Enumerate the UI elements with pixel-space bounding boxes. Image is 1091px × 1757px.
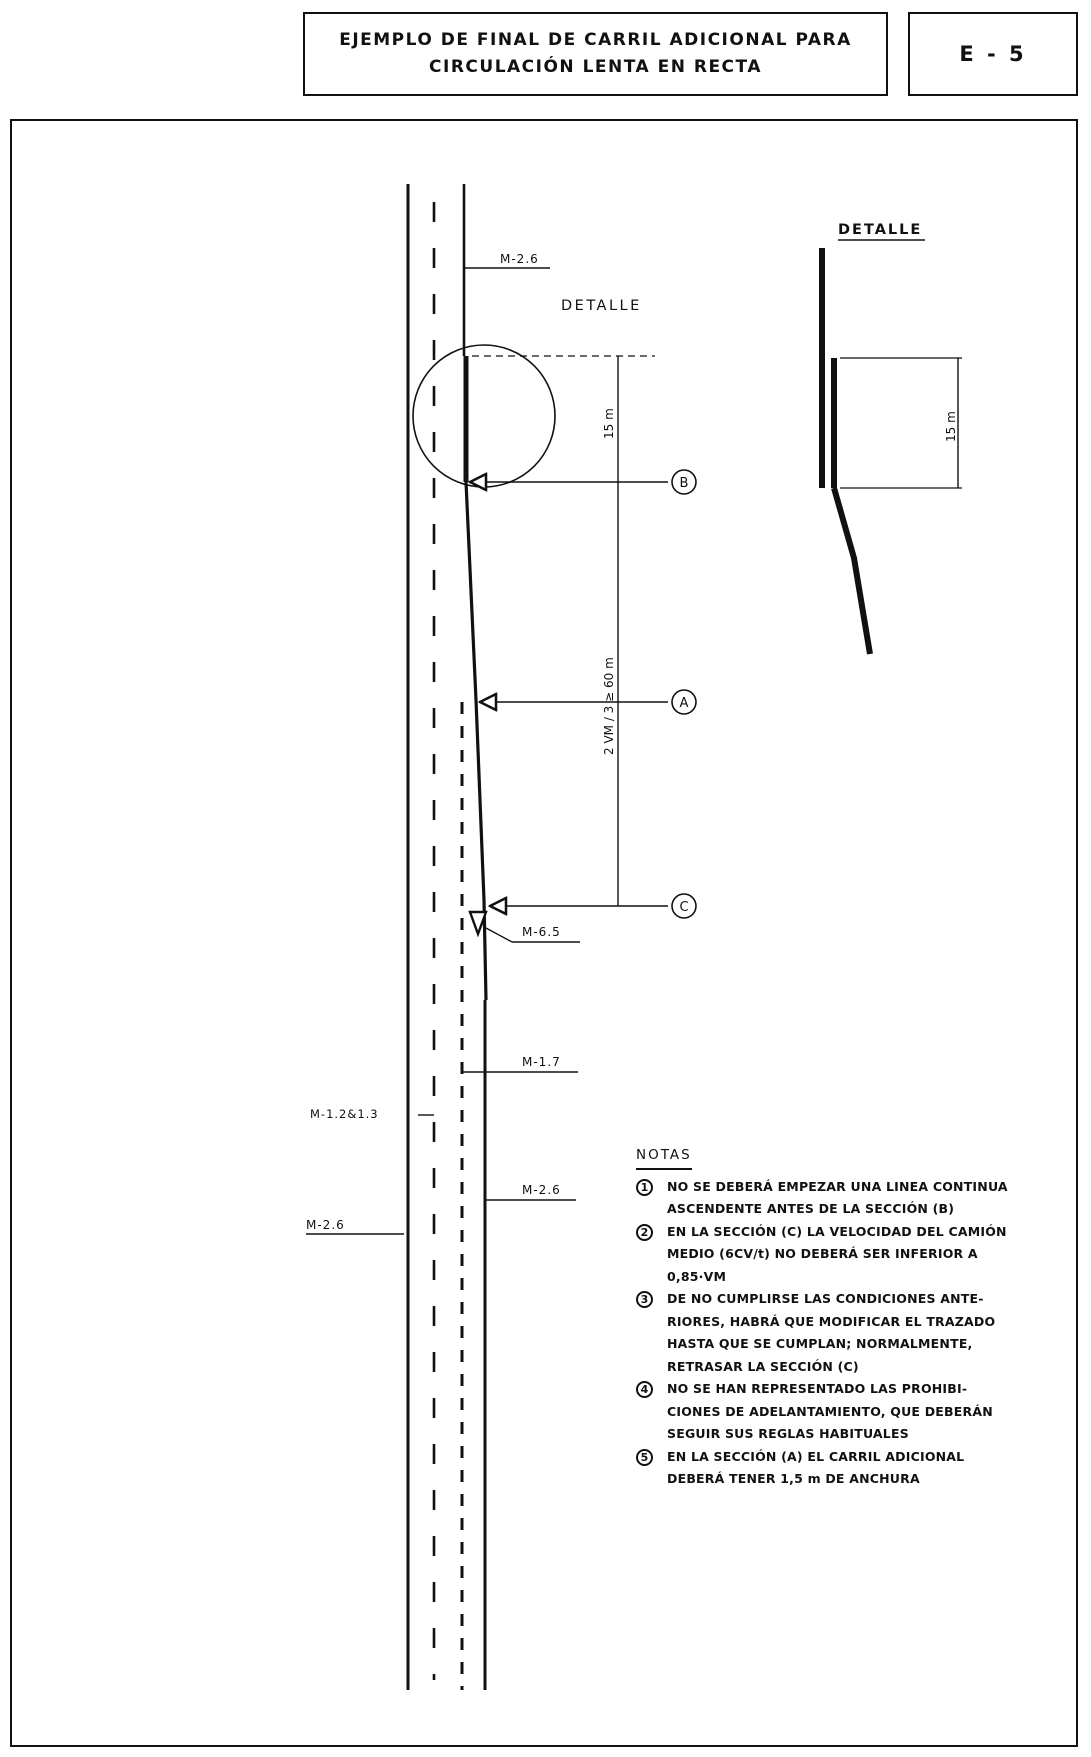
detail-title: DETALLE (838, 222, 922, 238)
section-b-label: B (680, 476, 689, 491)
additional-lane-taper-line (464, 481, 488, 1001)
main-detail-label: DETALLE (561, 298, 642, 314)
note-line: DEBERÁ TENER 1,5 m DE ANCHURA (667, 1471, 920, 1486)
title-line-1: EJEMPLO DE FINAL DE CARRIL ADICIONAL PAR… (339, 30, 852, 50)
note-item: 2 EN LA SECCIÓN (C) LA VELOCIDAD DEL CAM… (636, 1221, 1046, 1289)
dim-15m-label: 15 m (602, 408, 616, 439)
drawing-code: E - 5 (959, 42, 1027, 66)
m26-lower-label: M-2.6 (522, 1183, 561, 1197)
dim-formula-label: 2 VM / 3 ≥ 60 m (602, 657, 616, 755)
note-line: MEDIO (6CV/t) NO DEBERÁ SER INFERIOR A (667, 1246, 978, 1261)
notes-block: NOTAS 1 NO SE DEBERÁ EMPEZAR UNA LINEA C… (636, 1144, 1046, 1491)
note-line: EN LA SECCIÓN (A) EL CARRIL ADICIONAL (667, 1448, 965, 1464)
note-item: 3 DE NO CUMPLIRSE LAS CONDICIONES ANTE- … (636, 1288, 1046, 1378)
detail-taper-line (831, 487, 873, 655)
note-number: 3 (636, 1291, 653, 1308)
m1283-label: M-1.2&1.3 (310, 1107, 379, 1121)
title-line-2: CIRCULACIÓN LENTA EN RECTA (429, 57, 762, 77)
note-line: DE NO CUMPLIRSE LAS CONDICIONES ANTE- (667, 1291, 984, 1306)
note-line: NO SE HAN REPRESENTADO LAS PROHIBI- (667, 1381, 968, 1396)
notes-title: NOTAS (636, 1144, 692, 1170)
drawing-title-box: EJEMPLO DE FINAL DE CARRIL ADICIONAL PAR… (303, 12, 888, 96)
section-a-label: A (680, 696, 689, 711)
yield-triangle-mark (468, 910, 488, 938)
note-line: EN LA SECCIÓN (C) LA VELOCIDAD DEL CAMIÓ… (667, 1223, 1007, 1239)
section-a-marker (671, 689, 697, 715)
detail-circle (412, 344, 556, 488)
note-item: 4 NO SE HAN REPRESENTADO LAS PROHIBI- CI… (636, 1378, 1046, 1446)
m26-left-label: M-2.6 (306, 1218, 345, 1232)
note-line: HASTA QUE SE CUMPLAN; NORMALMENTE, (667, 1336, 973, 1351)
note-line: 0,85·VM (667, 1268, 727, 1284)
note-line: ASCENDENTE ANTES DE LA SECCIÓN (B) (667, 1201, 955, 1216)
section-c-label: C (679, 900, 688, 915)
detail-dim-label: 15 m (944, 411, 958, 442)
drawing-code-box: E - 5 (908, 12, 1078, 96)
note-line: CIONES DE ADELANTAMIENTO, QUE DEBERÁN (667, 1403, 993, 1419)
m26-top-label: M-2.6 (500, 252, 539, 266)
m17-label: M-1.7 (522, 1055, 561, 1069)
m65-leader (485, 927, 513, 943)
m65-label: M-6.5 (522, 925, 561, 939)
drawing-frame (10, 119, 1078, 1747)
section-c-marker (671, 893, 697, 919)
note-item: 5 EN LA SECCIÓN (A) EL CARRIL ADICIONAL … (636, 1446, 1046, 1491)
note-number: 1 (636, 1178, 653, 1196)
note-number: 2 (636, 1223, 653, 1241)
note-line: RIORES, HABRÁ QUE MODIFICAR EL TRAZADO (667, 1313, 996, 1329)
section-b-marker (671, 469, 697, 495)
note-number: 4 (636, 1381, 653, 1398)
note-line: NO SE DEBERÁ EMPEZAR UNA LINEA CONTINUA (667, 1178, 1008, 1194)
note-item: 1 NO SE DEBERÁ EMPEZAR UNA LINEA CONTINU… (636, 1176, 1046, 1221)
note-line: RETRASAR LA SECCIÓN (C) (667, 1358, 859, 1374)
note-line: SEGUIR SUS REGLAS HABITUALES (667, 1426, 909, 1441)
note-number: 5 (636, 1448, 653, 1466)
